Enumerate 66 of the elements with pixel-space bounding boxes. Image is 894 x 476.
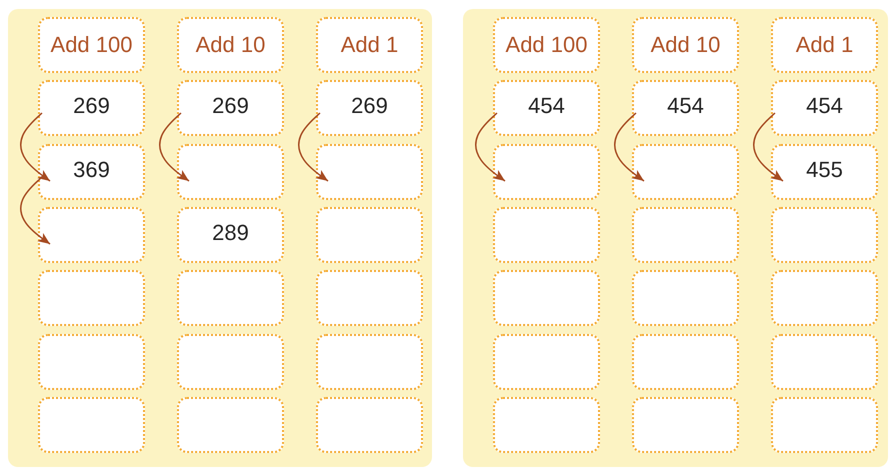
answer-box: [771, 270, 878, 326]
answer-box: [493, 397, 600, 453]
answer-box: [38, 207, 145, 263]
answer-box: [316, 144, 423, 200]
header-box: [177, 17, 284, 73]
header-box: [493, 17, 600, 73]
header-box: [632, 17, 739, 73]
answer-box: [177, 397, 284, 453]
answer-box: [38, 144, 145, 200]
curved-arrow: [614, 112, 644, 182]
column-heading: Add 1: [340, 34, 398, 56]
answer-box: [632, 270, 739, 326]
number-text: 269: [351, 95, 388, 117]
header-box: [316, 17, 423, 73]
answer-box: [493, 144, 600, 200]
number-text: 454: [528, 95, 565, 117]
answer-box: [316, 397, 423, 453]
answer-box: [632, 80, 739, 136]
answer-box: [38, 397, 145, 453]
answer-box: [632, 397, 739, 453]
answer-box: [771, 207, 878, 263]
answer-box: [632, 334, 739, 390]
curved-arrow: [753, 112, 784, 182]
answer-box: [38, 334, 145, 390]
column-heading: Add 100: [506, 34, 588, 56]
answer-box: [493, 207, 600, 263]
column-heading: Add 10: [650, 34, 720, 56]
column-heading: Add 10: [196, 34, 266, 56]
answer-box: [771, 334, 878, 390]
number-text: 289: [212, 222, 249, 244]
answer-box: [177, 270, 284, 326]
number-text: 369: [73, 159, 110, 181]
column-heading: Add 100: [50, 34, 132, 56]
worksheet-panel: [8, 9, 432, 467]
answer-box: [177, 144, 284, 200]
answer-box: [177, 80, 284, 136]
number-text: 454: [667, 95, 704, 117]
answer-box: [177, 207, 284, 263]
number-text: 454: [806, 95, 843, 117]
answer-box: [177, 334, 284, 390]
answer-box: [632, 207, 739, 263]
curved-arrow: [159, 112, 190, 182]
answer-box: [493, 80, 600, 136]
number-text: 455: [806, 159, 843, 181]
answer-box: [771, 397, 878, 453]
answer-box: [38, 270, 145, 326]
curved-arrow: [20, 176, 50, 245]
answer-box: [316, 334, 423, 390]
answer-box: [38, 80, 145, 136]
answer-box: [632, 144, 739, 200]
curved-arrow: [475, 112, 506, 182]
answer-box: [493, 270, 600, 326]
worksheet-panel: [463, 9, 888, 467]
number-text: 269: [73, 95, 110, 117]
header-box: [771, 17, 878, 73]
answer-box: [316, 207, 423, 263]
curved-arrow: [20, 112, 50, 182]
answer-box: [493, 334, 600, 390]
number-text: 269: [212, 95, 249, 117]
answer-box: [316, 270, 423, 326]
answer-box: [771, 144, 878, 200]
curved-arrow: [298, 112, 328, 182]
header-box: [38, 17, 145, 73]
column-heading: Add 1: [796, 34, 854, 56]
answer-box: [316, 80, 423, 136]
answer-box: [771, 80, 878, 136]
